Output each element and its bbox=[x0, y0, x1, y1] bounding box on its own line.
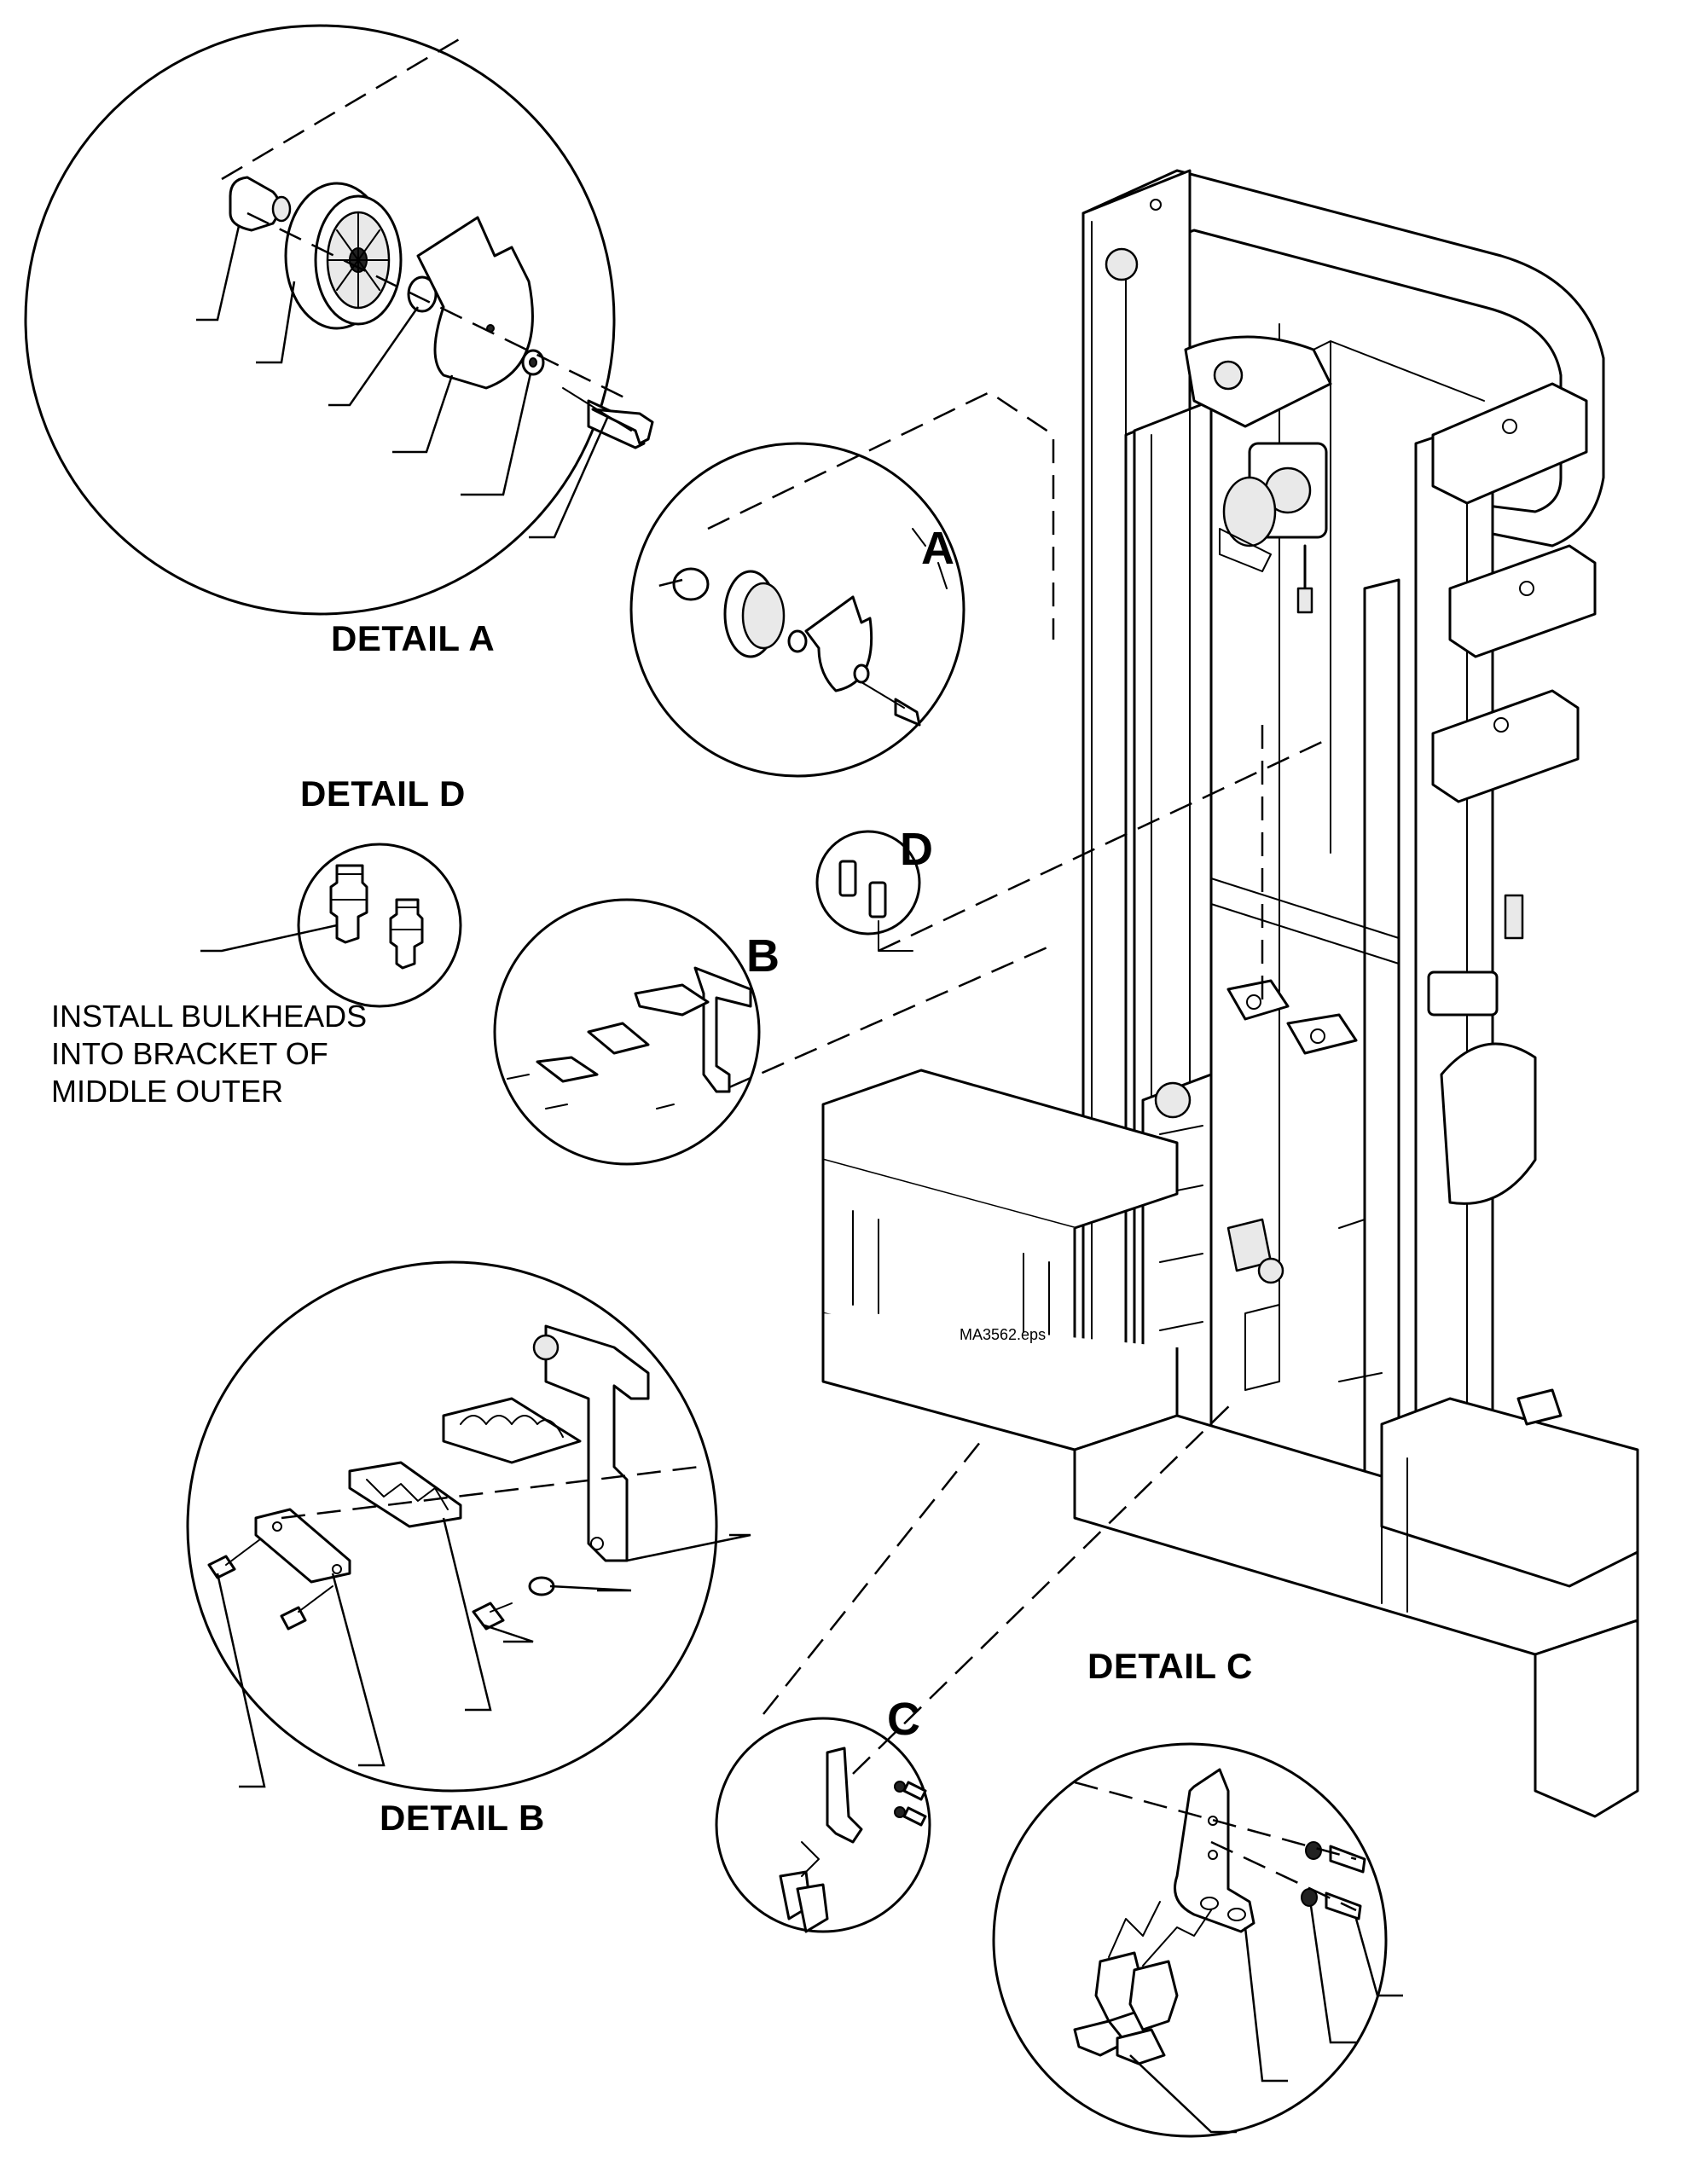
detail-b-circle bbox=[186, 1260, 751, 1793]
callout-a-letter: A bbox=[921, 523, 954, 574]
file-name: MA3562.eps bbox=[960, 1326, 1047, 1343]
detail-c-label: DETAIL C bbox=[1087, 1646, 1253, 1686]
detail-a-circle bbox=[24, 24, 654, 616]
detail-c-circle bbox=[992, 1742, 1403, 2138]
mast-assembly bbox=[821, 169, 1639, 1818]
callout-b-letter: B bbox=[746, 930, 780, 982]
callout-d-circle bbox=[815, 725, 1323, 1006]
detail-d-label: DETAIL D bbox=[300, 773, 466, 814]
callout-b-circle bbox=[493, 898, 1050, 1166]
callout-d-letter: D bbox=[900, 824, 933, 875]
detail-a-label: DETAIL A bbox=[331, 618, 496, 658]
callout-c-letter: C bbox=[887, 1694, 920, 1745]
bulkhead-install-note: INSTALL BULKHEADS INTO BRACKET OF MIDDLE… bbox=[51, 999, 368, 1109]
callout-c-circle bbox=[715, 1398, 1238, 1933]
callout-a-circle bbox=[629, 391, 1055, 778]
detail-b-label: DETAIL B bbox=[380, 1798, 545, 1838]
detail-d-circle bbox=[200, 843, 462, 1008]
